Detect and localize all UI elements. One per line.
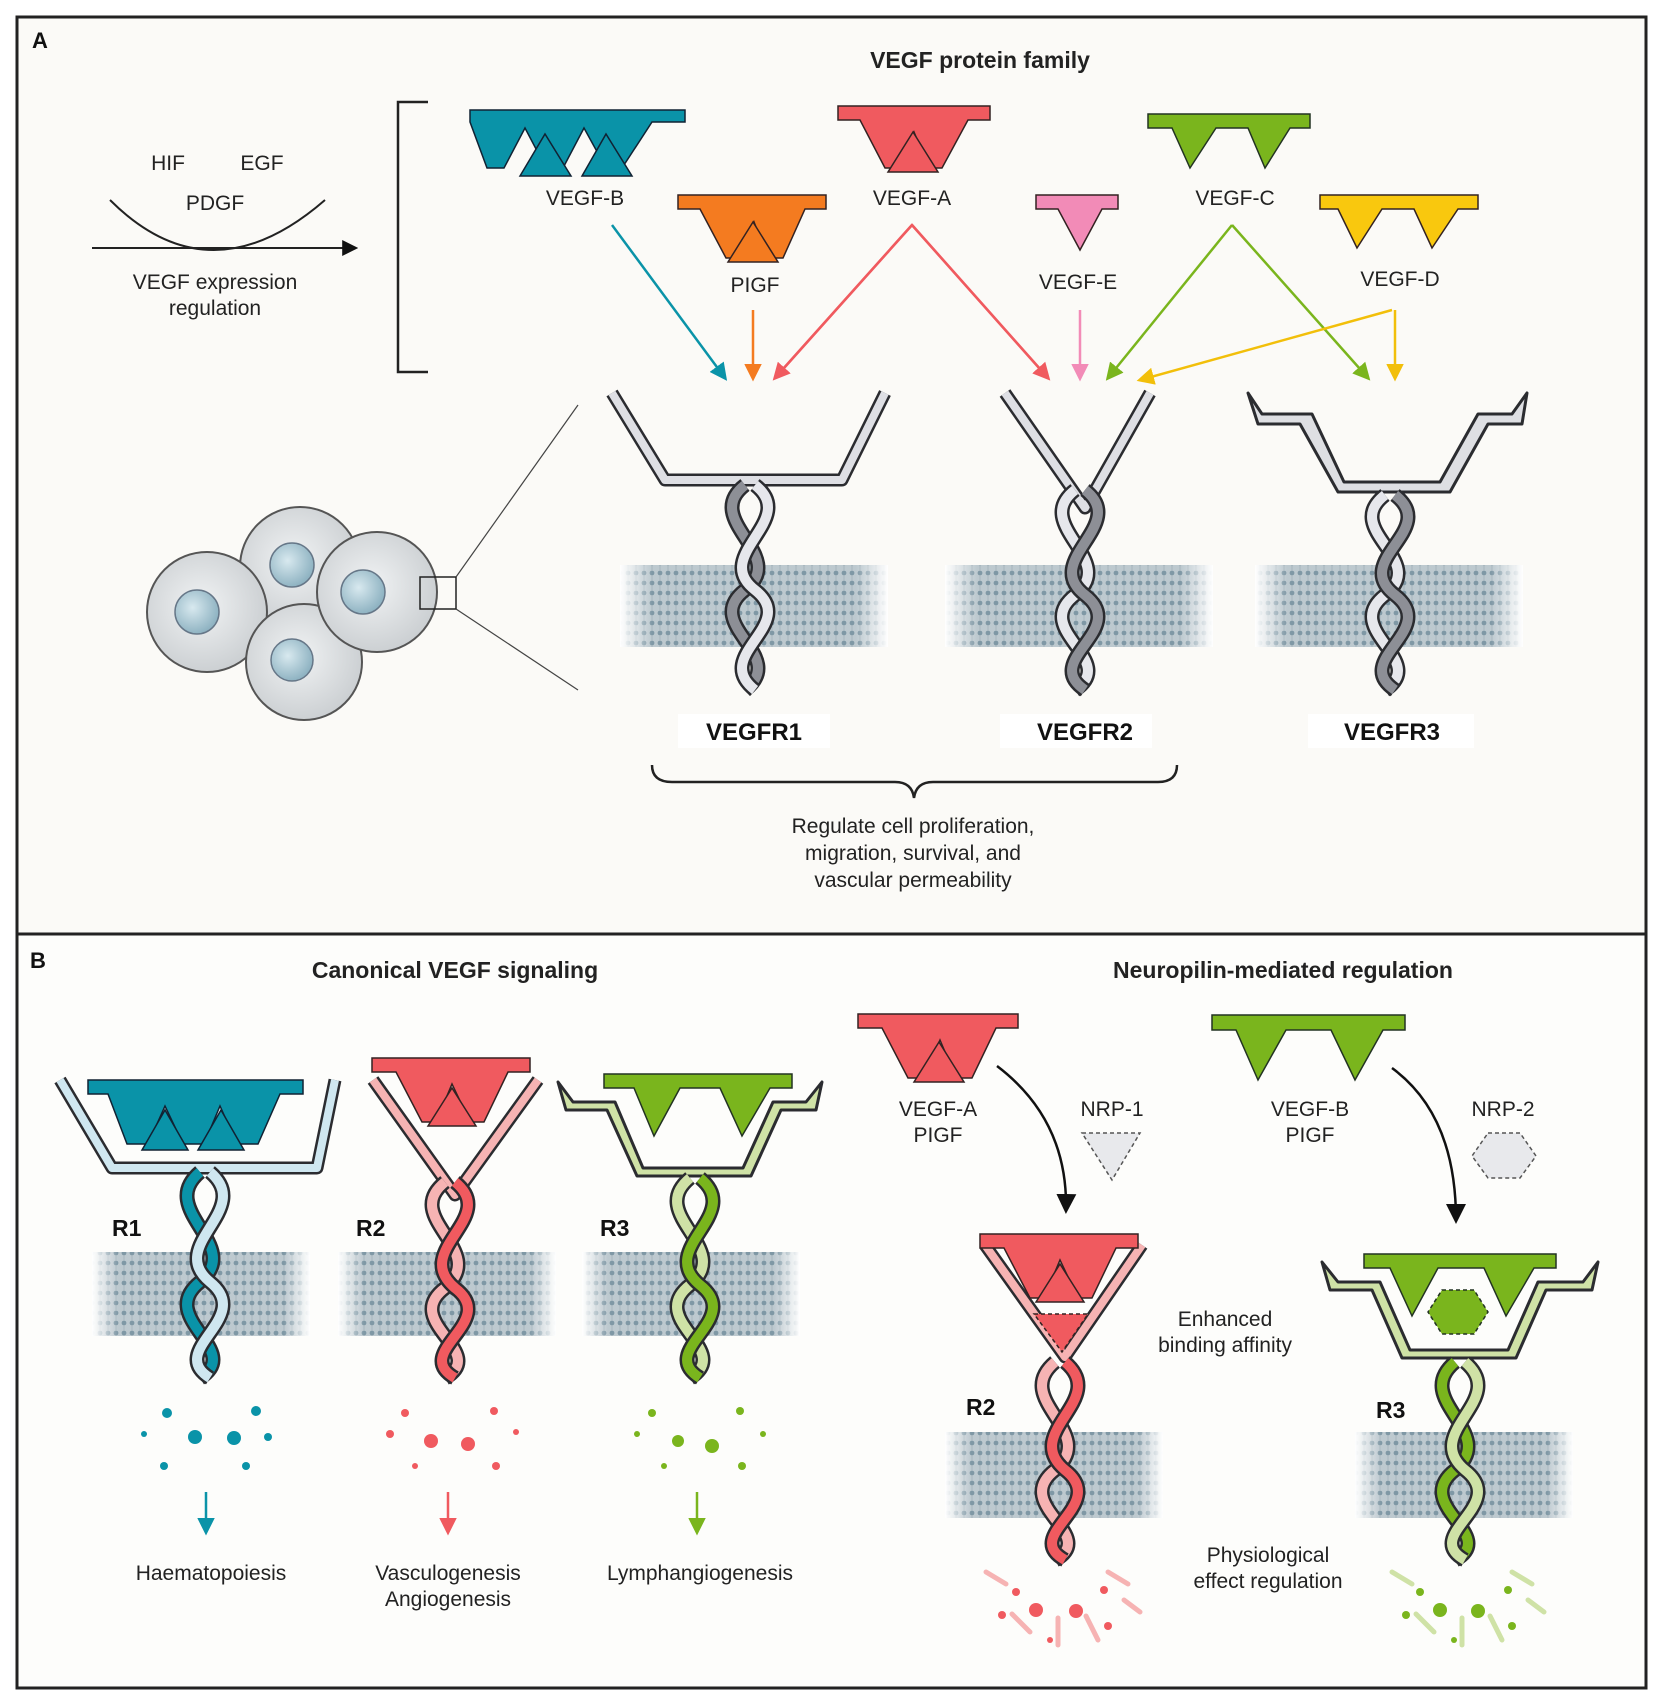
nrp2-shape: [1471, 1132, 1537, 1179]
outcome-r1: Haematopoiesis: [136, 1562, 287, 1585]
outcome-r3: Lymphangiogenesis: [607, 1562, 793, 1585]
expression-regulation: HIF EGF PDGF VEGF expression regulation: [92, 152, 359, 320]
shared-effect-line1: Physiological: [1207, 1544, 1330, 1567]
receptor-r3-label: R3: [600, 1215, 629, 1241]
function-caption-line1: Regulate cell proliferation,: [792, 815, 1035, 838]
signal-dots-r1: [141, 1406, 272, 1470]
nrp1-pathway: VEGF-A PIGF NRP-1 R2 Enhanced binding af…: [857, 1013, 1292, 1648]
panel-a-letter: A: [32, 28, 48, 53]
function-caption-line3: vascular permeability: [814, 869, 1012, 892]
signal-burst-nrp1: [983, 1569, 1143, 1648]
regulator-egf: EGF: [240, 152, 283, 175]
nrp1-receptor-label: R2: [966, 1394, 995, 1420]
arrow-vegf-c-to-r3: [1231, 224, 1371, 381]
binding-arrows: [610, 223, 1404, 385]
receptor-label-vegfr2: VEGFR2: [1037, 719, 1133, 746]
ligand-vegf-c-label: VEGF-C: [1195, 187, 1274, 210]
outcome-r2-line1: Vasculogenesis: [375, 1562, 521, 1585]
arrow-vegf-b-to-r1: [610, 224, 728, 381]
neuropilin-title: Neuropilin-mediated regulation: [1113, 957, 1453, 983]
nrp2-label: NRP-2: [1471, 1098, 1534, 1121]
receptor-label-vegfr3: VEGFR3: [1344, 719, 1440, 746]
panel-b-letter: B: [30, 948, 46, 973]
signal-burst-nrp2: [1389, 1569, 1547, 1648]
regulator-pdgf: PDGF: [186, 192, 244, 215]
canonical-r1: R1 Haematopoiesis: [54, 1076, 342, 1585]
ligand-vegf-b-label: VEGF-B: [546, 187, 624, 210]
nrp2-ligand-line1: VEGF-B: [1271, 1098, 1349, 1121]
ligand-vegf-e-label: VEGF-E: [1039, 271, 1117, 294]
cell-nucleus: [174, 589, 220, 635]
ligand-vegf-a-label: VEGF-A: [873, 187, 951, 210]
ligand-pigf: PIGF: [677, 194, 827, 297]
ligand-vegf-e: VEGF-E: [1035, 194, 1119, 294]
nrp1-label: NRP-1: [1080, 1098, 1143, 1121]
cell-nucleus: [269, 542, 315, 588]
nrp1-shape: [1080, 1132, 1142, 1182]
ligand-vegf-d: VEGF-D: [1319, 194, 1479, 291]
ligand-vegf-c: VEGF-C: [1147, 113, 1311, 210]
ligand-vegf-a: VEGF-A: [837, 105, 991, 210]
ligand-vegf-b: VEGF-B: [469, 109, 686, 210]
ligand-vegf-d-label: VEGF-D: [1360, 268, 1439, 291]
arrow-vegf-c-to-r2: [1105, 224, 1233, 381]
regulator-hif: HIF: [151, 152, 185, 175]
receptor-brace: [650, 764, 1179, 799]
nrp1-ligand-line2: PIGF: [913, 1124, 962, 1147]
regulation-caption-line2: regulation: [169, 297, 261, 320]
canonical-title: Canonical VEGF signaling: [312, 957, 598, 983]
receptor-vegfr1: [606, 389, 891, 696]
receptor-r2-label: R2: [356, 1215, 385, 1241]
signal-dots-r3: [634, 1407, 766, 1470]
regulation-caption-line1: VEGF expression: [133, 271, 298, 294]
nrp2-ligand-line2: PIGF: [1285, 1124, 1334, 1147]
receptor-label-vegfr1: VEGFR1: [706, 719, 802, 746]
cell-nucleus: [270, 638, 314, 682]
family-bracket: [396, 100, 428, 374]
receptor-r1-label: R1: [112, 1215, 142, 1241]
signal-dots-r2: [386, 1407, 519, 1470]
outcome-r2-line2: Angiogenesis: [385, 1588, 511, 1611]
zoom-box: [419, 576, 457, 610]
function-caption-line2: migration, survival, and: [805, 842, 1021, 865]
nrp1-ligand-line1: VEGF-A: [899, 1098, 977, 1121]
canonical-r2: R2 Vasculogenesis Angiogenesis: [356, 1057, 544, 1611]
shared-effect-line2: effect regulation: [1193, 1570, 1342, 1593]
canonical-r3: R3 Lymphangiogenesis: [556, 1073, 824, 1585]
nrp2-pathway: VEGF-B PIGF NRP-2 R3: [1211, 1014, 1600, 1648]
receptor-vegfr3: [1246, 391, 1529, 697]
nrp2-receptor-label: R3: [1376, 1397, 1405, 1423]
ligand-pigf-label: PIGF: [730, 274, 779, 297]
cell-nucleus: [340, 569, 386, 615]
cell-cluster: [146, 404, 579, 721]
nrp1-effect-line2: binding affinity: [1158, 1334, 1292, 1357]
receptor-vegfr2: [999, 389, 1156, 697]
nrp1-effect-line1: Enhanced: [1178, 1308, 1273, 1331]
panel-a-title: VEGF protein family: [870, 47, 1090, 73]
